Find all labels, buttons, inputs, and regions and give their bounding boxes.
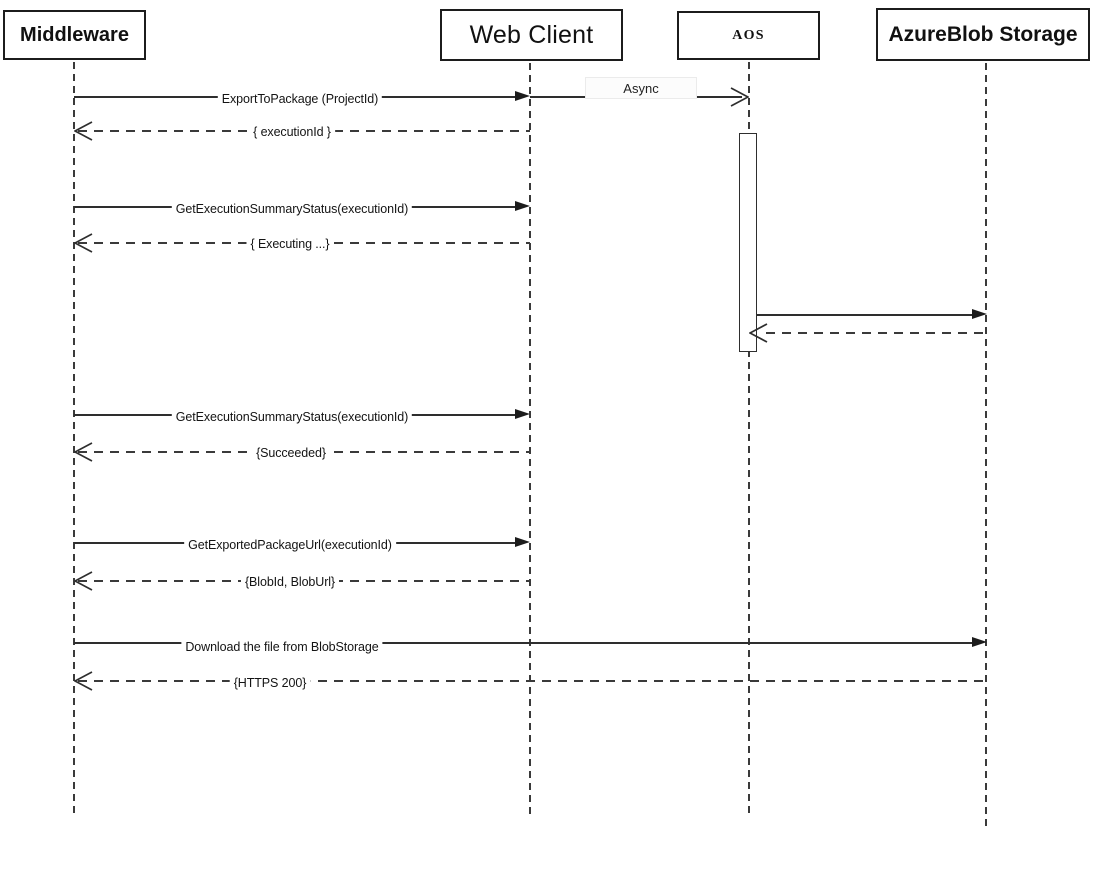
message-line-blob-to-aos xyxy=(766,332,986,334)
actor-box-aos: AOS xyxy=(677,11,820,60)
message-line-download-file xyxy=(74,642,973,644)
open-arrowhead-left-icon xyxy=(74,233,93,253)
message-label-export-to-package: ExportToPackage (ProjectId) xyxy=(217,91,383,107)
open-arrowhead-right-icon xyxy=(730,87,749,107)
filled-arrowhead-icon xyxy=(515,201,530,211)
async-label-text: Async xyxy=(623,80,659,96)
actor-box-azureblob-storage: AzureBlob Storage xyxy=(876,8,1090,61)
open-arrowhead-left-icon xyxy=(74,571,93,591)
filled-arrowhead-icon xyxy=(515,537,530,547)
message-label-execution-id: { executionId } xyxy=(249,124,335,140)
filled-arrowhead-icon xyxy=(972,637,987,647)
activation-bar-aos xyxy=(739,133,757,352)
message-label-succeeded: {Succeeded} xyxy=(252,445,330,461)
message-label-blobid-bloburl: {BlobId, BlobUrl} xyxy=(240,574,340,590)
actor-label-web-client: Web Client xyxy=(469,20,594,49)
message-label-get-status-1: GetExecutionSummaryStatus(executionId) xyxy=(171,201,413,217)
open-arrowhead-left-icon xyxy=(74,442,93,462)
lifeline-azureblob-storage xyxy=(985,63,987,828)
message-label-get-status-2: GetExecutionSummaryStatus(executionId) xyxy=(171,409,413,425)
filled-arrowhead-icon xyxy=(972,309,987,319)
message-label-get-package-url: GetExportedPackageUrl(executionId) xyxy=(184,537,396,553)
actor-label-middleware: Middleware xyxy=(20,23,129,46)
message-line-aos-to-blob xyxy=(757,314,973,316)
message-label-executing: { Executing ...} xyxy=(246,236,334,252)
actor-label-azureblob-storage: AzureBlob Storage xyxy=(888,22,1078,46)
filled-arrowhead-icon xyxy=(515,409,530,419)
open-arrowhead-left-icon xyxy=(74,121,93,141)
lifeline-middleware xyxy=(73,62,75,818)
actor-box-web-client: Web Client xyxy=(440,9,623,61)
lifeline-aos xyxy=(748,62,750,818)
message-label-async: Async xyxy=(585,77,697,99)
message-label-https-200: {HTTPS 200} xyxy=(229,675,311,691)
message-label-download-file: Download the file from BlobStorage xyxy=(181,639,383,655)
actor-box-middleware: Middleware xyxy=(3,10,146,60)
lifeline-web-client xyxy=(529,63,531,818)
open-arrowhead-left-icon xyxy=(749,323,768,343)
open-arrowhead-left-icon xyxy=(74,671,93,691)
message-line-https-200 xyxy=(78,680,986,682)
filled-arrowhead-icon xyxy=(515,91,530,101)
actor-label-aos: AOS xyxy=(732,27,765,43)
